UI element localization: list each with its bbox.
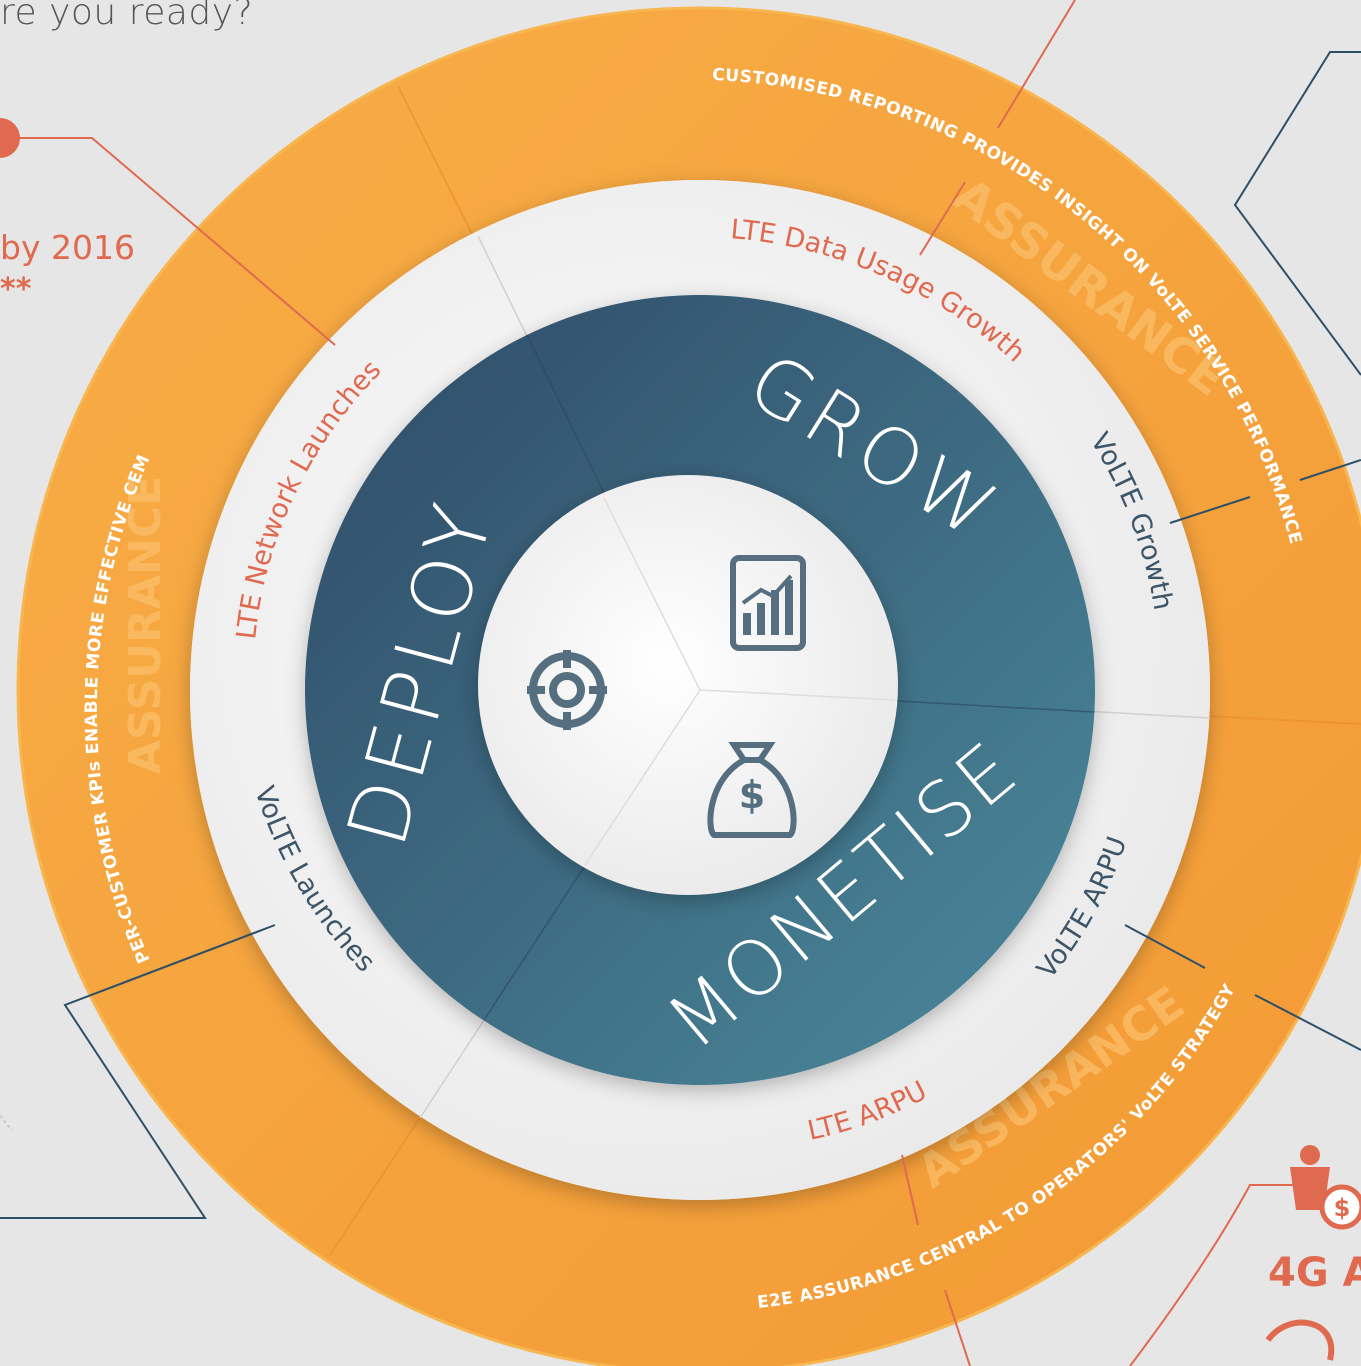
page-heading: re you ready? xyxy=(0,0,254,33)
svg-text:$: $ xyxy=(1334,1194,1351,1222)
target-icon xyxy=(527,650,607,730)
marker-dot xyxy=(0,118,20,158)
money-bag-icon: $ xyxy=(707,742,797,838)
swirl-icon xyxy=(1265,1319,1335,1361)
core-circle xyxy=(478,475,898,895)
bottom-right-label: 4G A xyxy=(1268,1250,1361,1296)
stat-year-text: by 2016 xyxy=(0,228,135,267)
businessman-coin-icon: $ xyxy=(1290,1145,1361,1230)
connector-lines-dark xyxy=(0,51,1361,1219)
watermark-left: ASSURANCE xyxy=(120,476,171,774)
connector-lines-red xyxy=(0,0,1300,1366)
svg-text:$: $ xyxy=(739,773,765,817)
stat-mark: ** xyxy=(0,272,32,307)
growth-chart-icon xyxy=(730,555,806,651)
